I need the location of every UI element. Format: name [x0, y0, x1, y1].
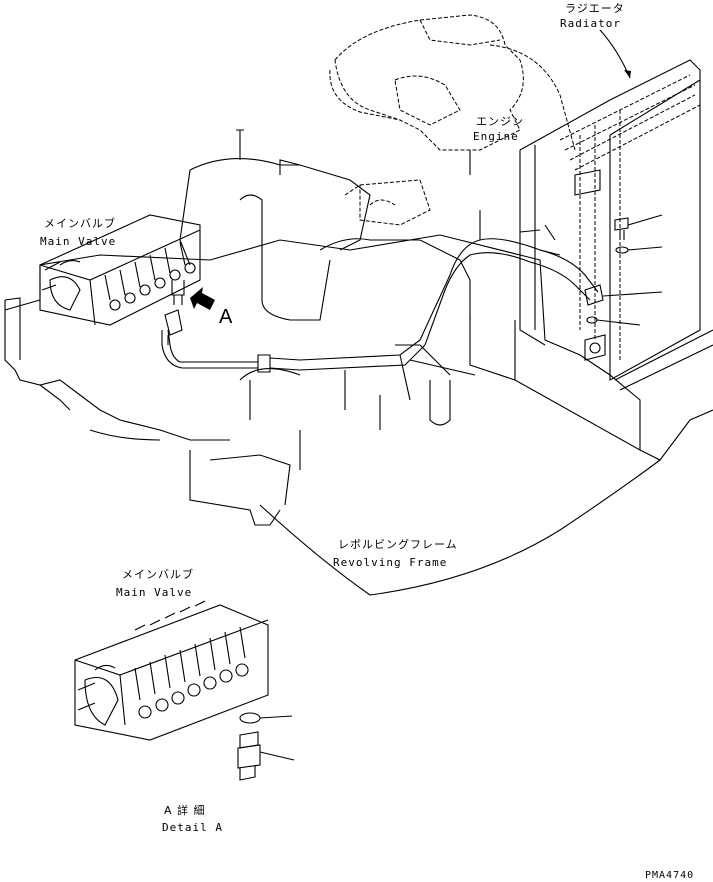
radiator [519, 59, 701, 381]
detail-main-valve-label-jp: メインバルブ [122, 568, 194, 581]
piping [161, 224, 599, 401]
view-arrow-label: A [219, 306, 233, 328]
radiator-label-jp: ラジエータ [565, 2, 625, 15]
revolving-frame-label-jp: レボルビングフレーム [338, 538, 458, 551]
tank-structure [179, 129, 481, 470]
revolving-frame [4, 234, 713, 596]
engine-outline [329, 14, 576, 226]
drawing-code: PMA4740 [645, 870, 695, 881]
revolving-frame-label-en: Revolving Frame [333, 556, 448, 569]
radiator-label-en: Radiator [560, 17, 621, 30]
engine-label-en: Engine [473, 130, 519, 143]
engine-label-jp: エンジン [476, 115, 524, 128]
main-valve-label-en: Main Valve [40, 235, 117, 248]
detail-a-label-en: Detail A [162, 821, 223, 834]
main-valve-label-jp: メインバルブ [44, 217, 116, 230]
view-arrow-a [190, 287, 215, 310]
detail-a-label-jp: A 詳 細 [164, 804, 206, 817]
detail-main-valve [74, 600, 295, 781]
radiator-leader-arrow [624, 70, 631, 78]
radiator-fasteners [584, 214, 663, 326]
detail-main-valve-label-en: Main Valve [116, 586, 193, 599]
main-valve-assembly [39, 214, 201, 345]
